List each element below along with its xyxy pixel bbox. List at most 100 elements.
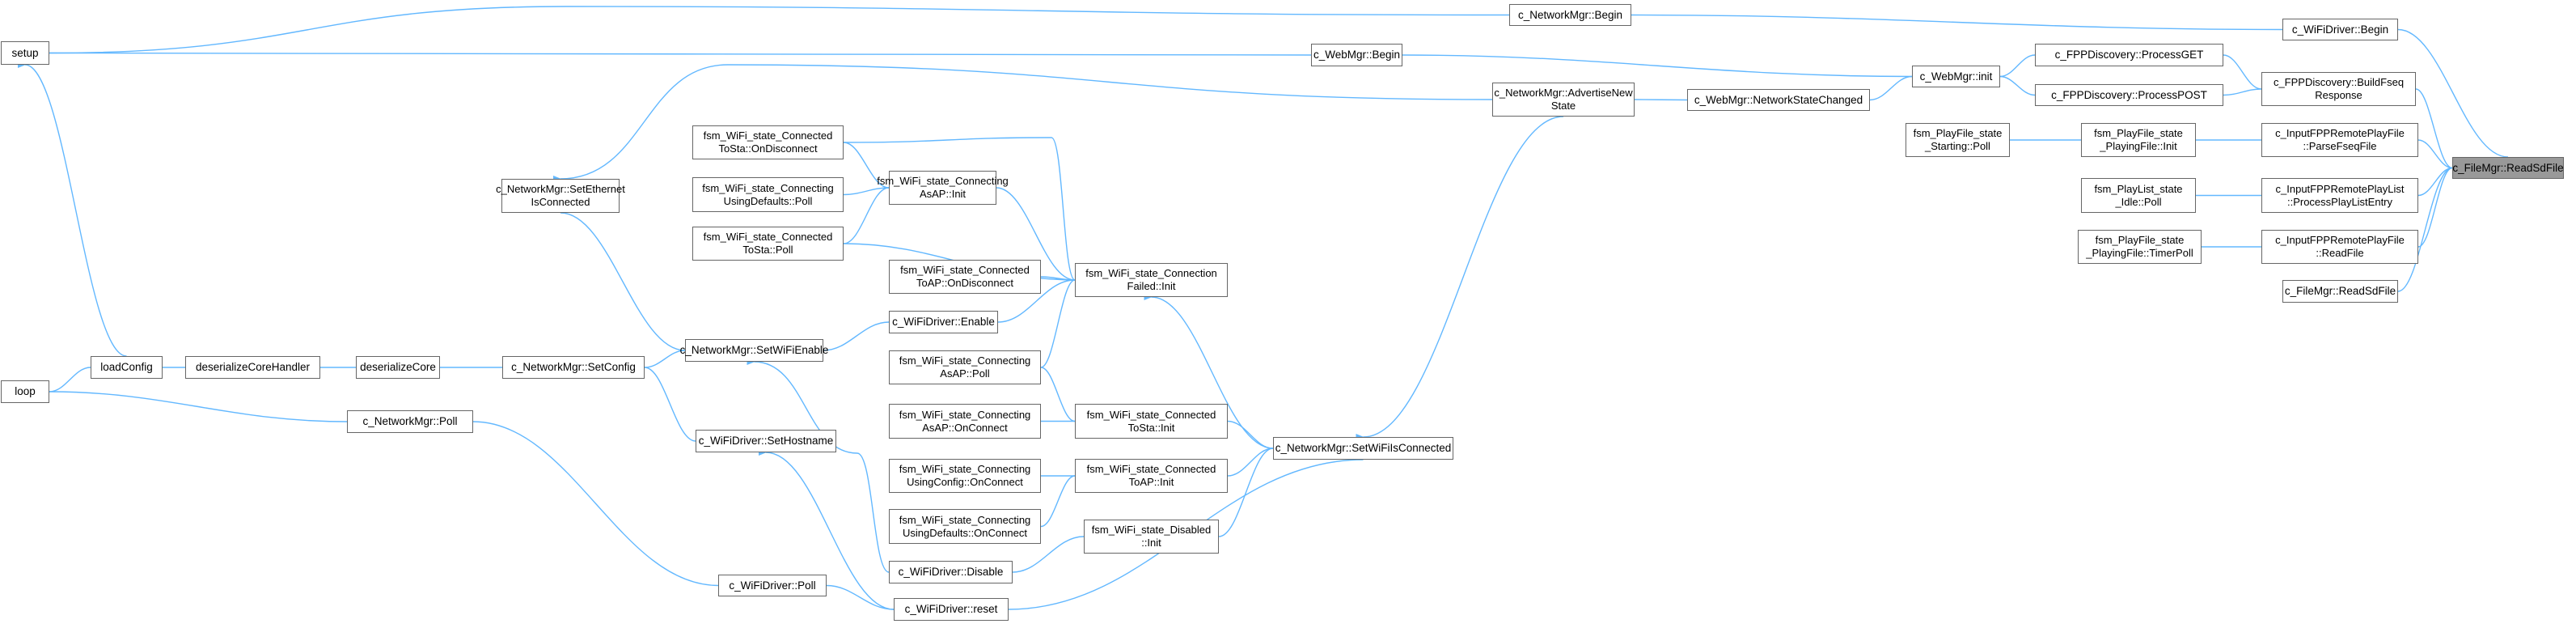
- edge-setHostname-to-setConfig: [637, 363, 696, 442]
- node-playing-init[interactable]: fsm_PlayFile_state _PlayingFile::Init: [2081, 123, 2196, 157]
- node-label: c_WebMgr::Begin: [1313, 49, 1401, 61]
- node-c-using-cfg-on-connect[interactable]: fsm_WiFi_state_Connecting UsingConfig::O…: [889, 459, 1041, 493]
- node-label: deserializeCore: [360, 361, 436, 373]
- edge-fppPost-to-webInit: [1992, 73, 2036, 96]
- node-idle-poll[interactable]: fsm_PlayList_state _Idle::Poll: [2081, 178, 2196, 213]
- node-advertise[interactable]: c_NetworkMgr::AdvertiseNew State: [1492, 83, 1635, 117]
- node-label: c_WiFiDriver::reset: [904, 603, 998, 615]
- node-label: fsm_WiFi_state_Connecting UsingDefaults:…: [899, 513, 1031, 539]
- edge-connFailedInit-to-cToStaDisc: [835, 137, 1076, 281]
- node-fpp-post[interactable]: c_FPPDiscovery::ProcessPOST: [2035, 84, 2223, 106]
- node-wd-poll[interactable]: c_WiFiDriver::Poll: [718, 575, 827, 596]
- node-wd-disable[interactable]: c_WiFiDriver::Disable: [889, 561, 1013, 583]
- node-label: fsm_WiFi_state_Connecting AsAP::Init: [877, 175, 1009, 200]
- edge-advertise-to-setWiFiConnected: [1356, 116, 1564, 441]
- node-parse-fseq[interactable]: c_InputFPPRemotePlayFile ::ParseFseqFile: [2261, 123, 2418, 157]
- node-label: c_WiFiDriver::SetHostname: [698, 435, 834, 447]
- node-timer-poll[interactable]: fsm_PlayFile_state _PlayingFile::TimerPo…: [2078, 230, 2202, 264]
- node-wd-reset[interactable]: c_WiFiDriver::reset: [894, 598, 1009, 621]
- node-wd-begin[interactable]: c_WiFiDriver::Begin: [2282, 19, 2398, 40]
- node-c-to-sta-poll[interactable]: fsm_WiFi_state_Connected ToSta::Poll: [692, 227, 844, 261]
- edge-webInit-to-netStateChanged: [1862, 75, 1913, 104]
- edge-disabledInit-to-wdDisable: [1005, 536, 1085, 576]
- node-set-wi-fi-enable[interactable]: c_NetworkMgr::SetWiFiEnable: [680, 339, 828, 362]
- edge-fileMgrReadSd-to-readFile: [2410, 167, 2453, 251]
- node-read-sd-file[interactable]: c_FileMgr::ReadSdFile: [2282, 280, 2398, 303]
- node-label: setup: [11, 46, 39, 59]
- edge-setWiFiConnected-to-disabledInit: [1211, 448, 1274, 541]
- edge-connFailedInit-to-wdEnable: [990, 279, 1076, 326]
- node-nm-poll[interactable]: c_NetworkMgr::Poll: [347, 410, 473, 433]
- edge-fppGet-to-webInit: [1992, 54, 2036, 80]
- node-file-mgr-read-sd: c_FileMgr::ReadSdFile: [2452, 157, 2564, 179]
- node-wd-enable[interactable]: c_WiFiDriver::Enable: [889, 311, 998, 333]
- edge-wdReset-to-setHostname: [758, 448, 895, 610]
- node-label: c_WiFiDriver::Poll: [729, 579, 816, 592]
- node-set-wi-fi-connected[interactable]: c_NetworkMgr::SetWiFiIsConnected: [1273, 437, 1453, 460]
- node-label: fsm_WiFi_state_Connecting AsAP::Poll: [899, 354, 1031, 380]
- edge-wdBegin-to-nmBegin: [1623, 11, 2283, 31]
- edge-cToStaInit-to-cAsApPoll: [1033, 363, 1076, 422]
- edge-cToApInit-to-cUsingDefOnConnect: [1033, 475, 1076, 530]
- edge-setWiFiConnected-to-connFailedInit: [1144, 293, 1274, 449]
- node-label: fsm_WiFi_state_Disabled ::Init: [1091, 524, 1212, 549]
- node-c-using-def-on-connect[interactable]: fsm_WiFi_state_Connecting UsingDefaults:…: [889, 509, 1041, 544]
- edge-buildFseq-to-fppPost: [2215, 88, 2262, 99]
- edge-wdPoll-to-nmPoll: [465, 418, 719, 587]
- node-label: c_InputFPPRemotePlayFile ::ParseFseqFile: [2275, 127, 2405, 152]
- node-c-to-sta-disc[interactable]: fsm_WiFi_state_Connected ToSta::OnDiscon…: [692, 125, 844, 159]
- node-label: c_FPPDiscovery::ProcessPOST: [2051, 88, 2207, 101]
- node-c-to-ap-init[interactable]: fsm_WiFi_state_Connected ToAP::Init: [1075, 459, 1228, 493]
- node-fpp-get[interactable]: c_FPPDiscovery::ProcessGET: [2035, 44, 2223, 66]
- node-c-as-ap-poll[interactable]: fsm_WiFi_state_Connecting AsAP::Poll: [889, 350, 1041, 384]
- edge-advertise-to-setEth: [552, 64, 1493, 183]
- edge-loadConfig-to-loop: [41, 367, 91, 396]
- node-conn-failed-init[interactable]: fsm_WiFi_state_Connection Failed::Init: [1075, 263, 1228, 297]
- node-deserialize-core-handler[interactable]: deserializeCoreHandler: [185, 356, 320, 379]
- node-process-play-list[interactable]: c_InputFPPRemotePlayList ::ProcessPlayLi…: [2261, 178, 2418, 213]
- node-label: c_FileMgr::ReadSdFile: [2452, 161, 2564, 174]
- node-nm-begin[interactable]: c_NetworkMgr::Begin: [1509, 4, 1631, 26]
- node-c-using-def-poll[interactable]: fsm_WiFi_state_Connecting UsingDefaults:…: [692, 177, 844, 212]
- node-set-config[interactable]: c_NetworkMgr::SetConfig: [502, 356, 645, 379]
- node-c-as-ap-init[interactable]: fsm_WiFi_state_Connecting AsAP::Init: [877, 171, 1009, 205]
- node-label: fsm_WiFi_state_Connecting UsingConfig::O…: [899, 463, 1031, 488]
- node-label: c_NetworkMgr::Poll: [362, 415, 458, 427]
- node-deserialize-core[interactable]: deserializeCore: [356, 356, 440, 379]
- node-label: c_FPPDiscovery::ProcessGET: [2054, 49, 2204, 61]
- node-set-hostname[interactable]: c_WiFiDriver::SetHostname: [696, 430, 836, 452]
- node-label: c_InputFPPRemotePlayFile ::ReadFile: [2275, 234, 2405, 259]
- node-web-init[interactable]: c_WebMgr::init: [1912, 66, 2000, 87]
- node-label: loadConfig: [100, 361, 153, 373]
- node-label: c_NetworkMgr::SetEthernet IsConnected: [496, 183, 625, 208]
- edge-loadConfig-to-setup: [17, 61, 127, 357]
- edge-setWiFiConnected-to-cToApInit: [1220, 448, 1274, 480]
- edge-fileMgrReadSd-to-readSdFile: [2390, 167, 2453, 295]
- node-load-config[interactable]: loadConfig: [91, 356, 163, 379]
- node-label: fsm_WiFi_state_Connected ToSta::OnDiscon…: [703, 129, 833, 155]
- node-read-file[interactable]: c_InputFPPRemotePlayFile ::ReadFile: [2261, 230, 2418, 264]
- node-label: c_InputFPPRemotePlayList ::ProcessPlayLi…: [2275, 182, 2405, 208]
- node-label: c_NetworkMgr::Begin: [1517, 8, 1623, 21]
- edge-connFailedInit-to-cAsApInit: [988, 184, 1076, 281]
- node-c-to-ap-disc[interactable]: fsm_WiFi_state_Connected ToAP::OnDisconn…: [889, 260, 1041, 294]
- node-loop[interactable]: loop: [1, 380, 49, 403]
- node-label: c_WebMgr::NetworkStateChanged: [1694, 93, 1863, 106]
- node-net-state-changed[interactable]: c_WebMgr::NetworkStateChanged: [1687, 89, 1870, 111]
- node-web-begin[interactable]: c_WebMgr::Begin: [1311, 44, 1402, 66]
- node-label: fsm_PlayFile_state _PlayingFile::TimerPo…: [2086, 234, 2193, 259]
- node-setup[interactable]: setup: [1, 41, 49, 65]
- edge-nmBegin-to-setup: [41, 6, 1510, 57]
- node-set-eth[interactable]: c_NetworkMgr::SetEthernet IsConnected: [496, 179, 625, 213]
- node-c-as-ap-on-connect[interactable]: fsm_WiFi_state_Connecting AsAP::OnConnec…: [889, 404, 1041, 439]
- node-starting-poll[interactable]: fsm_PlayFile_state _Starting::Poll: [1906, 123, 2010, 157]
- node-label: fsm_WiFi_state_Connected ToAP::OnDisconn…: [900, 264, 1030, 289]
- node-build-fseq[interactable]: c_FPPDiscovery::BuildFseq Response: [2261, 72, 2416, 106]
- node-label: fsm_WiFi_state_Connecting AsAP::OnConnec…: [899, 408, 1031, 434]
- node-label: fsm_PlayFile_state _PlayingFile::Init: [2094, 127, 2183, 152]
- node-disabled-init[interactable]: fsm_WiFi_state_Disabled ::Init: [1084, 520, 1219, 554]
- node-label: fsm_PlayList_state _Idle::Poll: [2094, 182, 2183, 208]
- node-label: fsm_PlayFile_state _Starting::Poll: [1913, 127, 2003, 152]
- edge-fileMgrReadSd-to-buildFseq: [2408, 85, 2453, 169]
- node-c-to-sta-init[interactable]: fsm_WiFi_state_Connected ToSta::Init: [1075, 404, 1228, 439]
